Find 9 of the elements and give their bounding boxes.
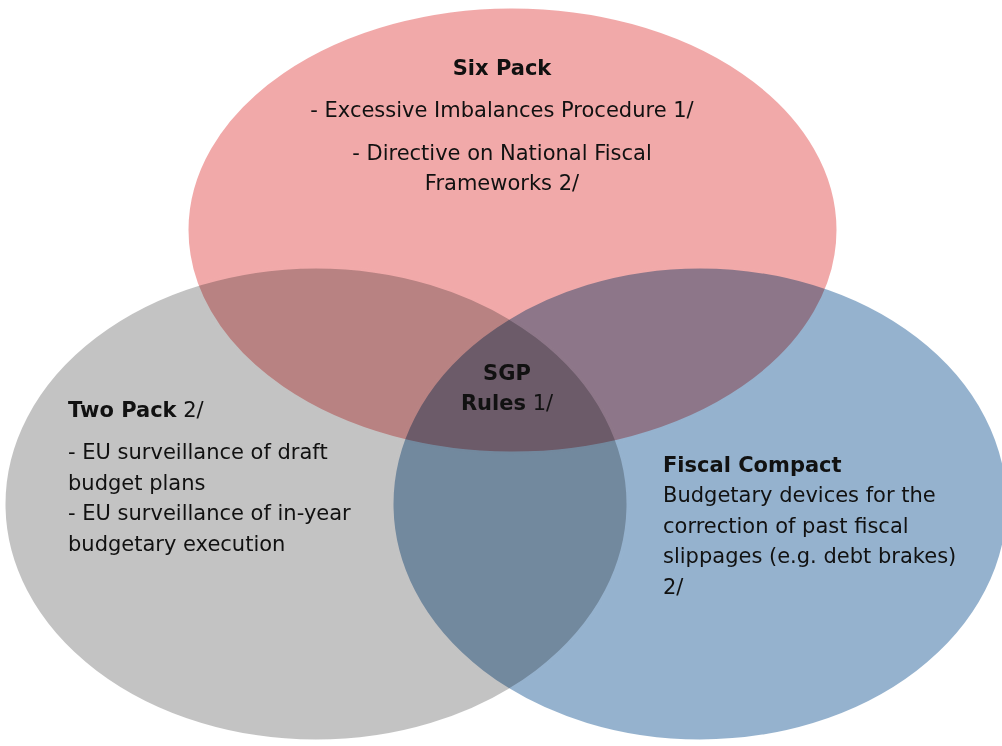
set-description: - Directive on National Fiscal Frameworks 2/ bbox=[351, 139, 653, 198]
set-heading: Six Pack bbox=[451, 55, 553, 82]
set-heading: Fiscal Compact bbox=[663, 452, 843, 479]
intersection-label: SGP Rules 1/ bbox=[459, 360, 555, 418]
set-description: - Excessive Imbalances Procedure 1/ bbox=[309, 97, 695, 125]
set-description: Budgetary devices for the correction of past fiscal slippages (e.g. debt brakes) 2/ bbox=[663, 482, 958, 601]
set-description: - EU surveillance of draft budget plans bbox=[68, 439, 329, 497]
set-heading: Two Pack 2/ bbox=[68, 397, 205, 424]
set-description: - EU surveillance of in-year budgetary execution bbox=[68, 500, 352, 558]
